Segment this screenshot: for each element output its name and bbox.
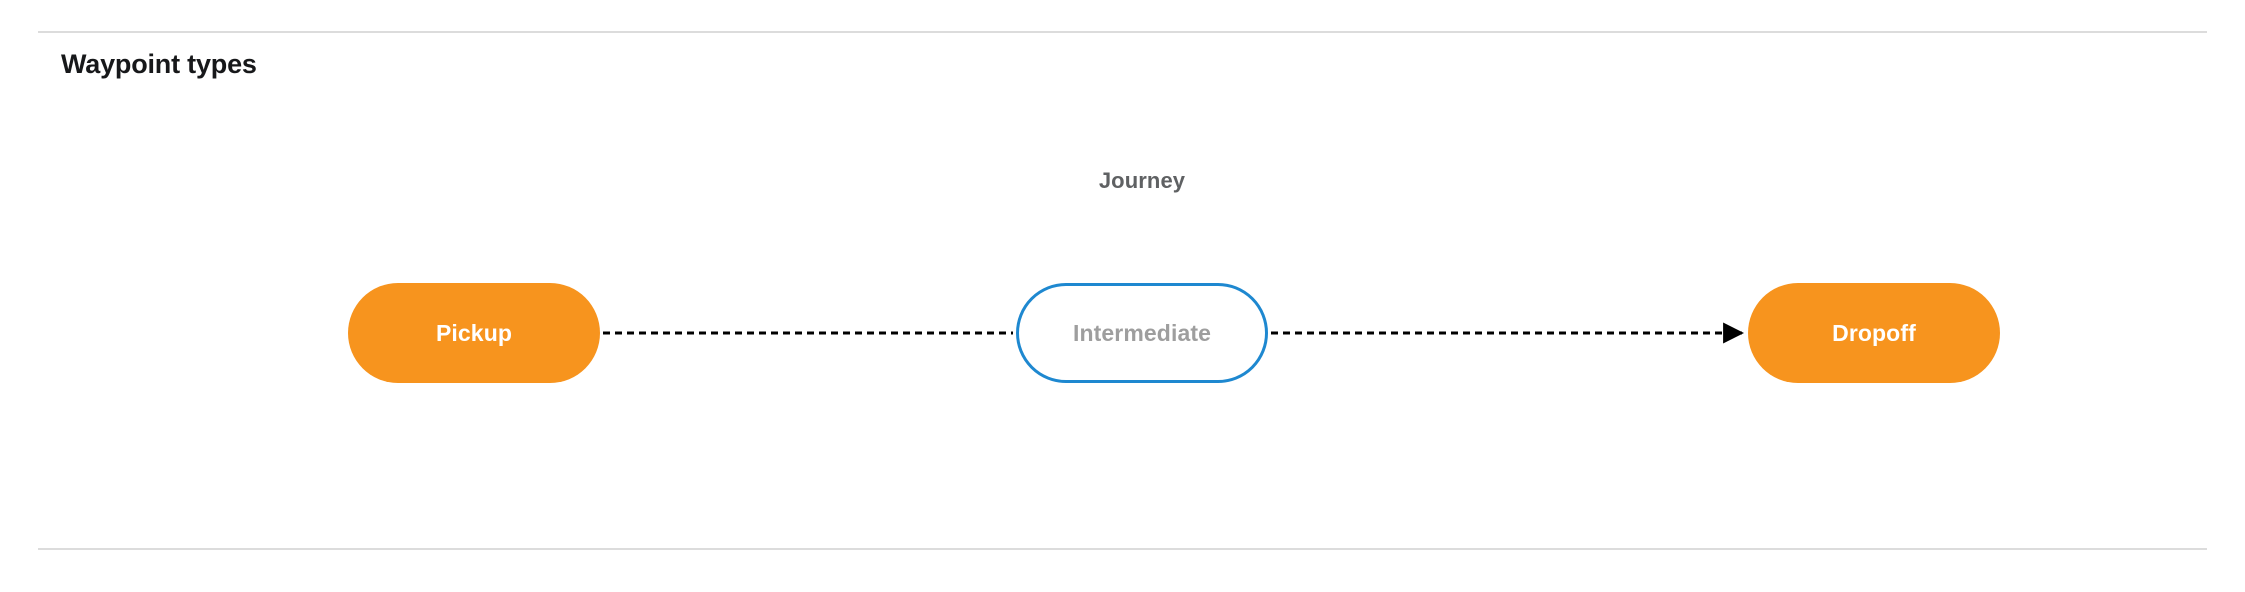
waypoint-node-pickup-label: Pickup bbox=[435, 319, 512, 346]
section-divider-bottom bbox=[38, 548, 2207, 550]
waypoint-node-pickup[interactable]: Pickup bbox=[348, 283, 600, 383]
waypoint-node-intermediate-label: Intermediate bbox=[1073, 319, 1211, 346]
waypoint-node-dropoff-label: Dropoff bbox=[1832, 319, 1916, 346]
waypoint-node-intermediate[interactable]: Intermediate bbox=[1016, 283, 1268, 383]
waypoint-node-dropoff[interactable]: Dropoff bbox=[1748, 283, 2000, 383]
page-title: Waypoint types bbox=[61, 49, 257, 79]
section-divider-top bbox=[38, 31, 2207, 33]
journey-group-label: Journey bbox=[1098, 168, 1186, 193]
